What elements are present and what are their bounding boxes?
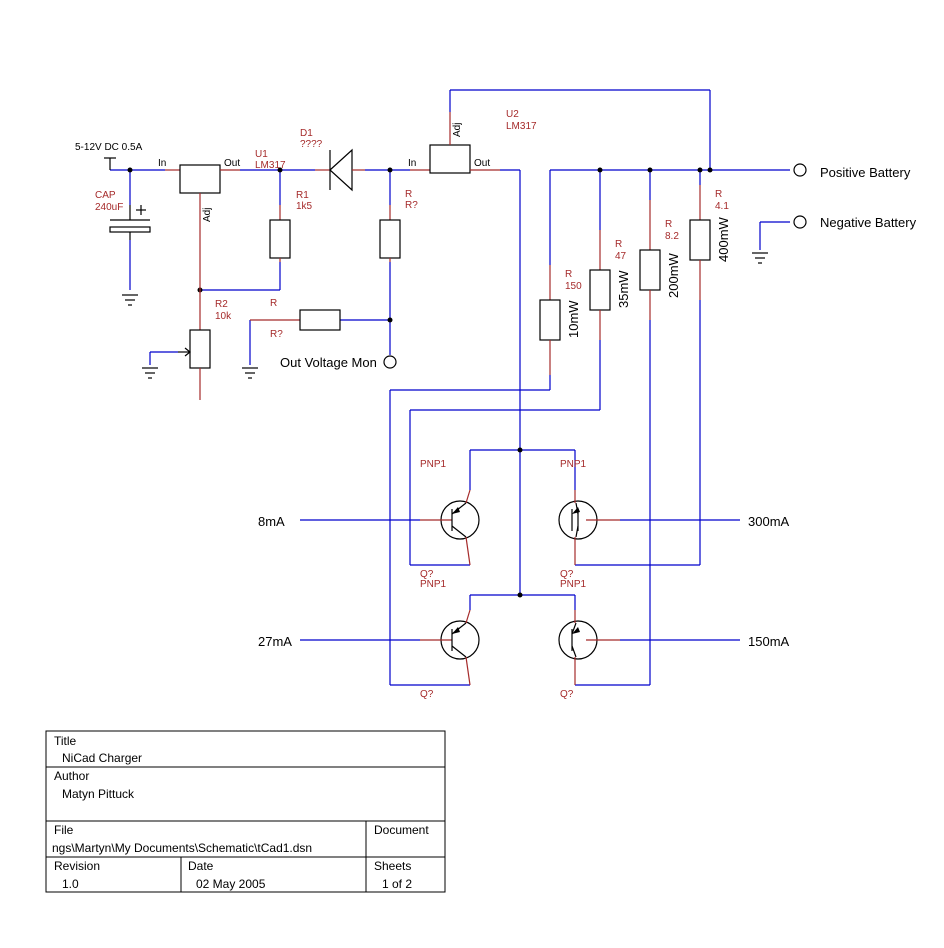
resistor-r1: R1 1k5 (269, 190, 313, 262)
u1-in-label: In (158, 158, 166, 169)
ground-symbol (752, 252, 768, 264)
resistor-value: 4.1 (715, 201, 729, 212)
u1-value: LM317 (255, 160, 286, 171)
resistor-4-1: R 4.1 400mW (689, 185, 731, 300)
file-value: ngs\Martyn\My Documents\Schematic\tCad1.… (52, 841, 312, 855)
transistor-pnp: PNP1 Q? 8mA (258, 459, 480, 580)
resistor-value: 8.2 (665, 231, 679, 242)
transistor-ref: PNP1 (560, 579, 587, 590)
r2-ref: R2 (215, 299, 228, 310)
sheets-value: 1 of 2 (382, 877, 412, 891)
resistor-value: 47 (615, 251, 627, 262)
transistor-pnp: PNP1 Q? 300mA (558, 459, 790, 580)
author-label: Author (54, 769, 89, 783)
d1-ref: D1 (300, 128, 313, 139)
resistor-r-top: R R? (379, 189, 418, 262)
resistor-power: 200mW (666, 252, 681, 298)
negative-battery-terminal: Negative Battery (793, 215, 917, 230)
r-mon-ref: R (270, 298, 277, 309)
date-label: Date (188, 859, 214, 873)
capacitor: CAP 240uF (95, 190, 151, 240)
input-150ma-label: 150mA (748, 634, 790, 649)
resistor-ref: R (715, 189, 722, 200)
r-top-ref: R (405, 189, 412, 200)
resistor-ref: R (665, 219, 672, 230)
regulator-u1: In Out Adj U1 LM317 (158, 149, 286, 290)
u1-ref: U1 (255, 149, 268, 160)
resistor-power: 10mW (566, 300, 581, 338)
input-8ma-label: 8mA (258, 514, 285, 529)
transistor-pnp: PNP1 Q? 150mA (558, 579, 790, 700)
resistor-ref: R (615, 239, 622, 250)
revision-value: 1.0 (62, 877, 79, 891)
u2-in-label: In (408, 158, 416, 169)
cap-value: 240uF (95, 202, 123, 213)
d1-value: ???? (300, 139, 323, 150)
input-27ma-label: 27mA (258, 634, 292, 649)
wires (110, 89, 790, 686)
negative-battery-label: Negative Battery (820, 215, 917, 230)
input-300ma-label: 300mA (748, 514, 790, 529)
potentiometer-r2: R2 10k (178, 290, 232, 400)
title-block: Title NiCad Charger Author Matyn Pittuck… (45, 730, 446, 893)
supply-terminal: 5-12V DC 0.5A (75, 142, 143, 170)
cap-ref: CAP (95, 190, 116, 201)
date-value: 02 May 2005 (196, 877, 266, 891)
transistor-value: Q? (420, 689, 434, 700)
transistor-ref: PNP1 (420, 579, 447, 590)
resistor-power: 400mW (716, 216, 731, 262)
resistor-150: R 150 10mW (539, 265, 582, 375)
transistor-ref: PNP1 (420, 459, 447, 470)
r-mon-value: R? (270, 329, 283, 340)
resistor-8-2: R 8.2 200mW (639, 200, 681, 320)
u2-adj-label: Adj (452, 123, 463, 137)
ground-symbol (242, 367, 258, 379)
transistor-ref: PNP1 (560, 459, 587, 470)
document-label: Document (374, 823, 429, 837)
sheets-label: Sheets (374, 859, 411, 873)
out-voltage-mon-label: Out Voltage Mon (280, 355, 377, 370)
resistor-value: 150 (565, 281, 582, 292)
transistor-value: Q? (560, 569, 574, 580)
positive-battery-label: Positive Battery (820, 165, 911, 180)
transistor-value: Q? (560, 689, 574, 700)
out-voltage-mon-terminal: Out Voltage Mon (280, 355, 397, 370)
u1-out-label: Out (224, 158, 240, 169)
r1-ref: R1 (296, 190, 309, 201)
ground-symbol (142, 367, 158, 379)
author-value: Matyn Pittuck (62, 787, 135, 801)
r1-value: 1k5 (296, 201, 313, 212)
transistor-value: Q? (420, 569, 434, 580)
u2-ref: U2 (506, 109, 519, 120)
resistor-47: R 47 35mW (589, 230, 631, 340)
ground-symbol (122, 294, 138, 306)
u1-adj-label: Adj (202, 208, 213, 222)
revision-label: Revision (54, 859, 100, 873)
r2-value: 10k (215, 311, 232, 322)
supply-label: 5-12V DC 0.5A (75, 142, 143, 153)
junctions (127, 167, 713, 598)
title-label: Title (54, 734, 77, 748)
resistor-r-mon: R R? (250, 298, 341, 340)
u2-value: LM317 (506, 121, 537, 132)
file-label: File (54, 823, 74, 837)
transistor-pnp: PNP1 Q? 27mA (258, 579, 480, 700)
regulator-u2: In Out Adj U2 LM317 (408, 109, 537, 174)
resistor-power: 35mW (616, 270, 631, 308)
positive-battery-terminal: Positive Battery (793, 163, 911, 180)
resistor-ref: R (565, 269, 572, 280)
diode-d1: D1 ???? (300, 128, 365, 192)
u2-out-label: Out (474, 158, 490, 169)
title-value: NiCad Charger (62, 751, 142, 765)
r-top-value: R? (405, 200, 418, 211)
